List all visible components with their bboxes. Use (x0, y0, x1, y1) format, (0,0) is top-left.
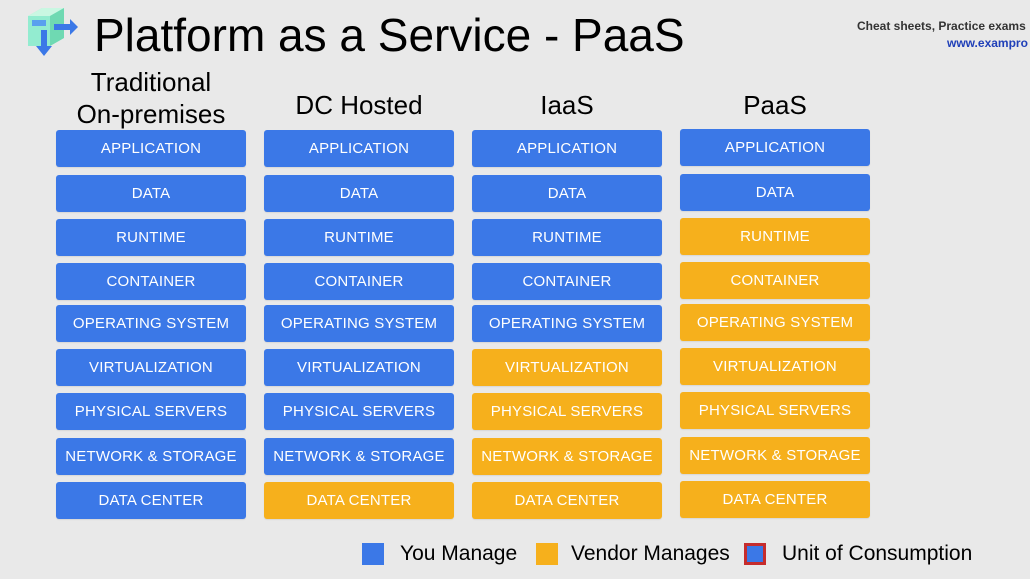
brand-url[interactable]: www.exampro (947, 36, 1028, 50)
tile-container: CONTAINER (56, 263, 246, 300)
tile-physical-servers: PHYSICAL SERVERS (472, 393, 662, 430)
tile-operating-system: OPERATING SYSTEM (56, 305, 246, 342)
tile-physical-servers: PHYSICAL SERVERS (56, 393, 246, 430)
tile-runtime: RUNTIME (680, 218, 870, 255)
column-header-paas: PaaS (743, 90, 807, 120)
legend-label-you-manage: You Manage (400, 542, 518, 565)
tile-data-center: DATA CENTER (680, 481, 870, 518)
tile-data: DATA (680, 174, 870, 211)
tile-application: APPLICATION (680, 129, 870, 166)
tile-data-center: DATA CENTER (264, 482, 454, 519)
tile-operating-system: OPERATING SYSTEM (472, 305, 662, 342)
tile-data: DATA (56, 175, 246, 212)
column-header-dc-hosted: DC Hosted (295, 90, 423, 120)
tile-virtualization: VIRTUALIZATION (680, 348, 870, 385)
column-header-traditional: Traditional On-premises (56, 66, 246, 130)
tile-physical-servers: PHYSICAL SERVERS (264, 393, 454, 430)
tile-network-storage: NETWORK & STORAGE (472, 438, 662, 475)
tile-application: APPLICATION (472, 130, 662, 167)
legend-swatch-you-manage (362, 543, 384, 565)
column-header-line: On-premises (76, 99, 226, 129)
tile-data-center: DATA CENTER (56, 482, 246, 519)
legend-label-vendor-manages: Vendor Manages (571, 542, 730, 565)
legend-label-unit-of-consumption: Unit of Consumption (782, 542, 973, 565)
page-title: Platform as a Service - PaaS (94, 9, 685, 61)
tile-data-center: DATA CENTER (472, 482, 662, 519)
legend-swatch-vendor-manages (536, 543, 558, 565)
brand-tagline: Cheat sheets, Practice exams (857, 19, 1026, 33)
tile-virtualization: VIRTUALIZATION (56, 349, 246, 386)
tile-operating-system: OPERATING SYSTEM (264, 305, 454, 342)
column-header-iaas: IaaS (540, 90, 594, 120)
legend-swatch-unit-of-consumption (744, 543, 766, 565)
column-header-line: Traditional (90, 67, 212, 97)
tile-container: CONTAINER (472, 263, 662, 300)
tile-container: CONTAINER (680, 262, 870, 299)
brand-text: Cheat sheets, Practice exams www.exampro (857, 18, 1030, 52)
tile-virtualization: VIRTUALIZATION (264, 349, 454, 386)
tile-data: DATA (264, 175, 454, 212)
tile-network-storage: NETWORK & STORAGE (264, 438, 454, 475)
tile-operating-system: OPERATING SYSTEM (680, 304, 870, 341)
tile-application: APPLICATION (264, 130, 454, 167)
tile-virtualization: VIRTUALIZATION (472, 349, 662, 386)
tile-application: APPLICATION (56, 130, 246, 167)
tile-runtime: RUNTIME (264, 219, 454, 256)
tile-container: CONTAINER (264, 263, 454, 300)
tile-network-storage: NETWORK & STORAGE (56, 438, 246, 475)
tile-physical-servers: PHYSICAL SERVERS (680, 392, 870, 429)
cube-logo-icon (28, 8, 78, 56)
tile-data: DATA (472, 175, 662, 212)
tile-runtime: RUNTIME (472, 219, 662, 256)
tile-runtime: RUNTIME (56, 219, 246, 256)
tile-network-storage: NETWORK & STORAGE (680, 437, 870, 474)
